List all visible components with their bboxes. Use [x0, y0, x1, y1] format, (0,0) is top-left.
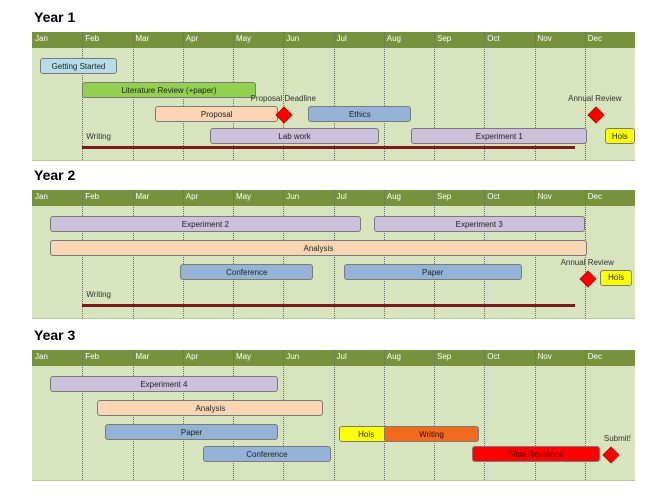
- task-bar: Final Revisions: [471, 446, 600, 462]
- month-label: Nov: [537, 34, 552, 43]
- month-gridline: [534, 32, 536, 160]
- month-label: May: [236, 34, 252, 43]
- task-bar: Ethics: [308, 106, 412, 122]
- month-label: Nov: [537, 192, 552, 201]
- month-gridline: [584, 32, 586, 160]
- writing-label: Writing: [86, 132, 111, 141]
- month-label: Jun: [286, 192, 300, 201]
- month-label: Jun: [286, 352, 300, 361]
- month-label: Dec: [587, 192, 602, 201]
- milestone-diamond: [579, 270, 597, 287]
- writing-label: Writing: [86, 290, 111, 299]
- month-label: Sep: [437, 34, 452, 43]
- task-bar: Conference: [180, 264, 314, 280]
- month-label: Feb: [85, 192, 100, 201]
- month-label: Nov: [537, 352, 552, 361]
- month-label: Sep: [437, 352, 452, 361]
- month-label: Sep: [437, 192, 452, 201]
- task-bar: Literature Review (+paper): [82, 82, 256, 98]
- milestone-label: Annual Review: [560, 257, 614, 267]
- month-label: Jan: [35, 34, 48, 43]
- month-gridline: [434, 350, 435, 480]
- writing-timeline: [82, 304, 575, 307]
- month-gridline: [82, 350, 84, 480]
- month-gridline: [584, 350, 586, 480]
- month-gridline: [484, 350, 486, 480]
- month-gridline: [383, 350, 385, 480]
- month-gridline: [434, 32, 435, 160]
- month-label: Feb: [85, 34, 100, 43]
- year-title: Year 3: [34, 327, 76, 343]
- task-bar: Hols: [599, 269, 633, 286]
- task-bar: Experiment 3: [373, 216, 585, 232]
- month-gridline: [333, 350, 335, 480]
- month-label: Jul: [336, 352, 347, 361]
- month-label: Jan: [35, 352, 48, 361]
- month-label: May: [236, 192, 252, 201]
- month-label: Feb: [85, 352, 100, 361]
- month-label: Apr: [185, 34, 199, 43]
- writing-timeline: [82, 146, 575, 149]
- milestone-label: Submit!: [603, 434, 631, 443]
- task-bar: Experiment 4: [49, 376, 279, 392]
- month-label: Apr: [185, 192, 199, 201]
- task-bar: Analysis: [97, 400, 324, 416]
- month-label: Oct: [487, 192, 500, 201]
- task-bar: Writing: [383, 426, 480, 443]
- task-bar: Proposal: [155, 106, 279, 122]
- month-label: Mar: [135, 192, 150, 201]
- month-gridline: [484, 32, 486, 160]
- year-title: Year 2: [34, 167, 76, 183]
- month-label: Apr: [185, 352, 199, 361]
- milestone-diamond: [275, 106, 293, 124]
- month-label: Aug: [386, 352, 401, 361]
- month-label: Oct: [487, 34, 500, 43]
- month-label: Mar: [135, 352, 150, 361]
- milestone-diamond: [587, 106, 605, 124]
- task-bar: Lab work: [210, 128, 379, 144]
- month-gridline: [283, 32, 285, 160]
- month-label: Dec: [587, 352, 602, 361]
- milestone-label: Annual Review: [568, 94, 622, 103]
- task-bar: Hols: [604, 128, 635, 144]
- month-label: Jan: [35, 192, 48, 201]
- month-gridline: [534, 350, 536, 480]
- month-label: Mar: [135, 34, 150, 43]
- task-bar: Paper: [343, 264, 522, 280]
- month-label: Aug: [386, 34, 401, 43]
- month-label: Jul: [336, 34, 347, 43]
- task-bar: Getting Started: [39, 58, 118, 74]
- month-label: Dec: [587, 34, 602, 43]
- month-label: Aug: [386, 192, 401, 201]
- milestone-diamond: [602, 446, 620, 464]
- milestone-label: Proposal Deadline: [250, 94, 316, 103]
- month-gridline: [333, 32, 335, 160]
- task-bar: Conference: [202, 446, 331, 462]
- month-label: Oct: [487, 352, 500, 361]
- task-bar: Analysis: [49, 240, 588, 256]
- year-title: Year 1: [34, 9, 76, 25]
- month-label: May: [236, 352, 252, 361]
- task-bar: Experiment 1: [411, 128, 588, 144]
- month-label: Jul: [336, 192, 347, 201]
- task-bar: Paper: [104, 424, 279, 440]
- task-bar: Experiment 2: [49, 216, 362, 232]
- month-label: Jun: [286, 34, 300, 43]
- month-gridline: [383, 32, 385, 160]
